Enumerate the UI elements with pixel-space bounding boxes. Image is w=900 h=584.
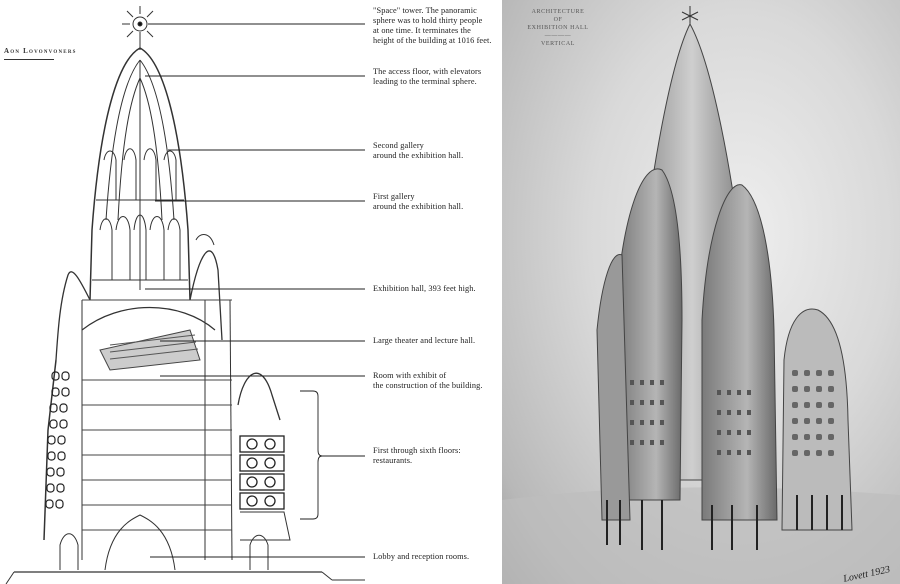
- annotation-second-gallery: Second gallery around the exhibition hal…: [373, 141, 464, 160]
- annotation-first-gallery: First gallery around the exhibition hall…: [373, 192, 464, 211]
- perspective-title-line: ARCHITECTURE: [531, 9, 585, 15]
- annotation-access-floor: The access floor, with elevators leading…: [373, 67, 482, 86]
- section-drawing-panel: Aon Lovonvoners "Space" tower. The panor…: [4, 6, 492, 584]
- title-underline: [4, 59, 54, 60]
- perspective-title-line: EXHIBITION HALL: [527, 25, 589, 31]
- annotation-exhibition-hall: Exhibition hall, 393 feet high.: [373, 284, 476, 293]
- perspective-title: ARCHITECTURE OF EXHIBITION HALL ———— VER…: [518, 8, 598, 48]
- perspective-illustration: [502, 6, 900, 584]
- drawing-title: Aon Lovonvoners: [4, 47, 77, 55]
- annotation-lobby: Lobby and reception rooms.: [373, 552, 470, 561]
- cross-section-illustration: [5, 6, 365, 584]
- annotation-space-tower: "Space" tower. The panoramic sphere was …: [373, 6, 492, 45]
- annotation-restaurants: First through sixth floors: restaurants.: [373, 446, 461, 465]
- perspective-title-line: ————: [544, 33, 572, 39]
- perspective-drawing-panel: ARCHITECTURE OF EXHIBITION HALL ———— VER…: [502, 0, 900, 584]
- spire-star-icon: [681, 6, 699, 26]
- annotation-theater: Large theater and lecture hall.: [373, 336, 476, 345]
- annotation-construction-exhibit: Room with exhibit of the construction of…: [373, 371, 483, 390]
- leader-lines: [145, 23, 365, 558]
- perspective-title-line: VERTICAL: [540, 41, 576, 47]
- perspective-title-line: OF: [553, 17, 563, 23]
